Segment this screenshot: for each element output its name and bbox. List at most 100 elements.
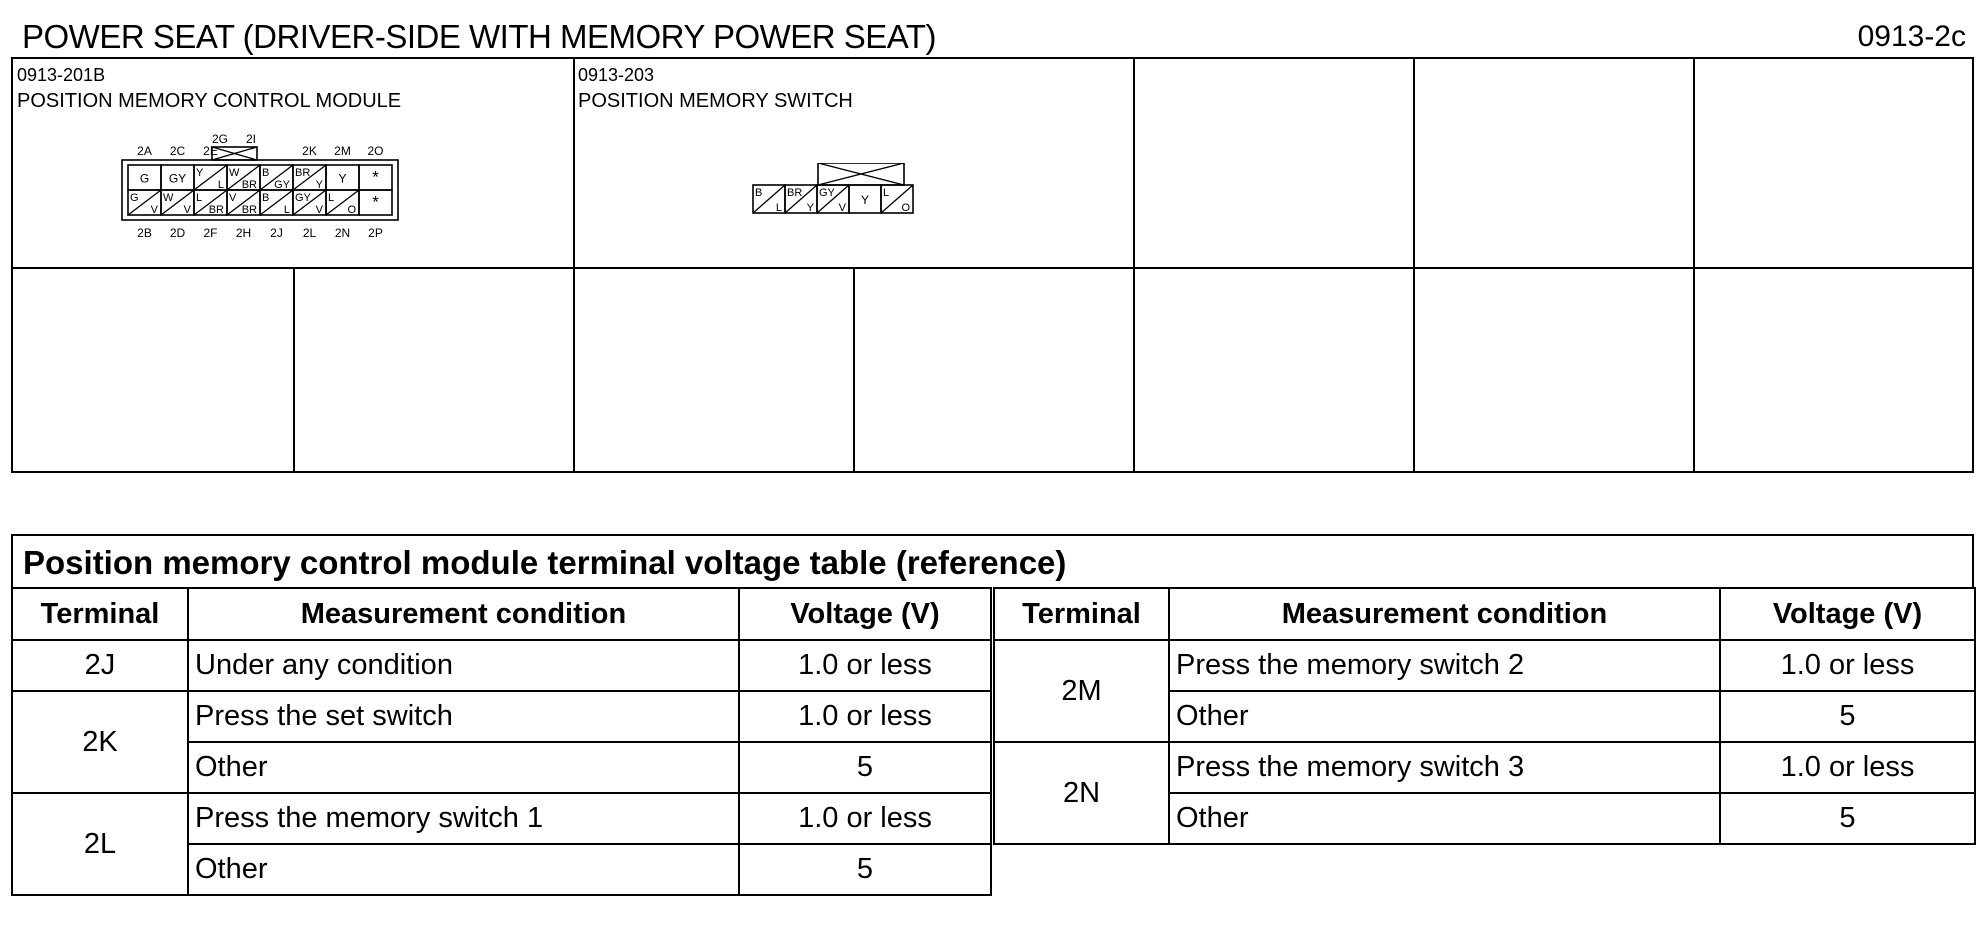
wire-color-label: W [229,167,240,179]
voltage-cell: 1.0 or less [1719,639,1976,692]
wire-color-label: L [284,204,290,216]
voltage-table-left: Terminal Measurement condition Voltage (… [11,587,992,896]
wire-color-label: GY [819,187,836,199]
voltage-cell: 1.0 or less [738,639,992,692]
voltage-cell: 1.0 or less [738,690,992,743]
wire-color-label: G [140,172,149,186]
table-header-row: Terminal Measurement condition Voltage (… [11,587,992,641]
grid-divider [1133,59,1135,471]
pin-number: 2L [303,226,317,240]
header-condition: Measurement condition [1168,587,1721,641]
wire-color-label: BR [787,187,802,199]
wire-color-label: BR [209,204,224,216]
header-condition: Measurement condition [187,587,740,641]
wire-divider [160,189,195,216]
pin-number: 2F [203,226,217,240]
pin-number: 2C [170,144,186,158]
wire-color-label: L [883,187,889,199]
pin-number: 2K [302,144,317,158]
wire-color-label: W [163,192,174,204]
pin-number: 2P [368,226,383,240]
lock-tab-cross [211,146,258,161]
terminal-cell: 2L [11,792,189,896]
wire-color-label: L [776,202,782,214]
wire-color-label: Y [807,202,815,214]
condition-cell: Other [187,741,740,794]
pin-number: 2M [334,144,351,158]
lock-tab-cross [817,163,905,186]
voltage-cell: 1.0 or less [1719,741,1976,794]
table-row: 2K Press the set switch 1.0 or less [11,690,992,794]
wire-color-label: GY [169,172,186,186]
condition-cell: Press the memory switch 2 [1168,639,1721,692]
wire-color-label: V [316,204,324,216]
wire-color-label: * [372,193,379,212]
connector-outline [121,159,399,221]
grid-divider [853,267,855,471]
condition-cell: Other [187,843,740,896]
wire-divider [752,184,786,214]
table-row: Other 5 [994,792,1976,845]
wire-divider [193,189,228,216]
wire-color-label: Y [316,179,324,191]
pin-number: 2D [170,226,186,240]
wire-divider [259,189,294,216]
table-row: 2M Press the memory switch 2 1.0 or less [993,639,1976,743]
wire-divider [226,189,261,216]
wire-color-label: GY [295,192,312,204]
wire-color-label: O [901,202,910,214]
wire-color-label: G [130,192,139,204]
condition-cell: Press the set switch [187,690,740,743]
pin-number: 2J [270,226,283,240]
table-row: 2L Press the memory switch 1 1.0 or less [11,792,992,896]
wire-divider [784,184,818,214]
pin-number: 2I [246,132,256,146]
grid-divider [1413,59,1415,471]
wire-color-label: Y [196,167,204,179]
voltage-cell: 1.0 or less [738,792,992,845]
grid-divider [13,267,1972,269]
wire-color-label: V [229,192,237,204]
pin-cell [358,189,393,216]
wire-color-label: B [262,192,269,204]
wire-color-label: * [372,168,379,187]
voltage-cell: 5 [1719,690,1976,743]
voltage-cell: 5 [738,741,992,794]
wire-divider [292,189,327,216]
wire-color-label: V [839,202,847,214]
header-terminal: Terminal [993,587,1170,641]
condition-cell: Other [1168,690,1721,743]
pin-number: 2E [203,144,218,158]
terminal-cell: 2M [993,639,1170,743]
connector-id: 0913-203 [578,65,655,85]
table-row: 2N Press the memory switch 3 1.0 or less [993,741,1976,845]
wire-divider [292,164,327,191]
header-terminal: Terminal [11,587,189,641]
wire-color-label: B [262,167,269,179]
condition-cell: Other [1168,792,1721,845]
pin-cell [880,184,914,214]
wire-color-label: V [151,204,159,216]
table-row: Other 5 [994,690,1976,743]
wire-divider [226,164,261,191]
voltage-table-right: Terminal Measurement condition Voltage (… [993,587,1976,845]
wire-color-label: BR [242,204,257,216]
wire-divider [816,184,850,214]
table-header-row: Terminal Measurement condition Voltage (… [993,587,1976,641]
wire-color-label: L [328,192,334,204]
wire-divider [325,189,360,216]
terminal-cell: 2N [993,741,1170,845]
wire-divider [259,164,294,191]
lock-tab [211,146,258,161]
condition-cell: Press the memory switch 3 [1168,741,1721,794]
page-code: 0913-2c [1857,20,1966,53]
voltage-cell: 5 [1719,792,1976,845]
pin-number: 2G [212,132,228,146]
terminal-cell: 2J [11,639,189,692]
condition-cell: Under any condition [187,639,740,692]
wire-color-label: L [218,179,224,191]
terminal-cell: 2K [11,690,189,794]
wire-color-label: BR [295,167,310,179]
